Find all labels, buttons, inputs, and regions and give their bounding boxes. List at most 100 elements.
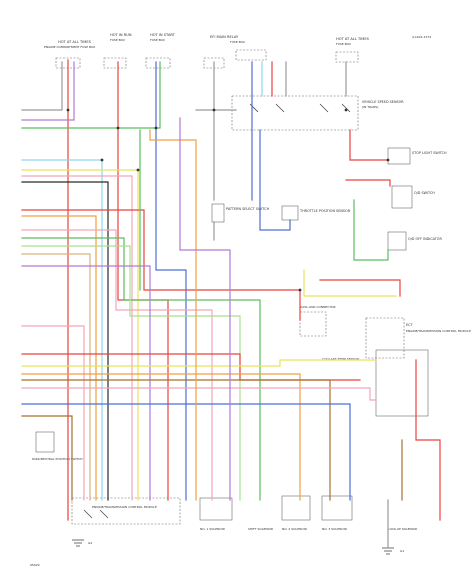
svg-text:PATTERN SELECT SWITCH: PATTERN SELECT SWITCH	[226, 207, 270, 211]
wire-red-20	[21, 353, 361, 381]
bottom-contact-1	[83, 509, 93, 519]
wire-violet-2	[21, 61, 75, 121]
fuse-label-right-hot-at-all-times: HOT AT ALL TIMES FUSE BOX	[336, 37, 370, 46]
svg-text:FUSE BOX: FUSE BOX	[230, 40, 245, 44]
solenoid-labels: NO. 1 SOLENOID SHIFT SOLENOID NO. 2 SOLE…	[200, 527, 418, 531]
fuse-bracket-3	[145, 57, 171, 69]
svg-text:HOT AT ALL TIMES: HOT AT ALL TIMES	[336, 37, 370, 41]
wire-violet-18	[21, 265, 151, 501]
svg-text:THROTTLE POSITION SENSOR: THROTTLE POSITION SENSOR	[299, 209, 351, 213]
throttle-sensor-box	[281, 205, 299, 221]
splice-dot-1	[116, 126, 120, 130]
svg-text:O/D OFF INDICATOR: O/D OFF INDICATOR	[408, 237, 442, 241]
splice-dot-6	[136, 168, 140, 172]
splice-dot-5	[100, 158, 104, 162]
relay-contacts	[249, 103, 351, 113]
pattern-switch-box	[211, 203, 225, 223]
bottom-contact-2	[99, 509, 109, 519]
wire-red-12	[21, 209, 301, 321]
splice-dot-4	[344, 108, 348, 112]
ect-connector: ECT ENGINE/TRANSMISSION CONTROL MODULE	[365, 317, 471, 359]
splice-dot-0	[66, 108, 70, 112]
wire-light-green-16	[21, 245, 241, 501]
fuse-label-efi-main-relay: EFI MAIN RELAY FUSE BOX	[210, 35, 245, 44]
svg-text:NO. 2 SOLENOID: NO. 2 SOLENOID	[282, 527, 308, 531]
relay-contact-1	[249, 103, 259, 113]
wire-red-34	[345, 179, 391, 187]
solenoid-boxes	[199, 495, 353, 521]
svg-text:NO. 3 SOLENOID: NO. 3 SOLENOID	[322, 527, 348, 531]
bottom-main-connector	[71, 497, 181, 525]
fuse-bracket-6	[335, 51, 359, 63]
park-neutral-switch: PARK/NEUTRAL POSITION SWITCH	[32, 431, 83, 461]
od-indicator: O/D OFF INDICATOR	[387, 231, 442, 251]
relay-contact-3	[319, 103, 329, 113]
svg-text:SHIFT SOLENOID: SHIFT SOLENOID	[248, 527, 274, 531]
splice-dot-2	[154, 126, 158, 130]
svg-text:DATA LINK CONNECTOR: DATA LINK CONNECTOR	[300, 305, 336, 309]
ect-connector-box	[365, 317, 405, 359]
wire-layer	[21, 59, 441, 549]
od-switch: O/D SWITCH	[391, 185, 435, 209]
stop-light-switch: STOP LIGHT SWITCH	[387, 147, 447, 165]
wire-yellow-9	[21, 169, 139, 501]
fuse-bracket-2	[103, 57, 127, 69]
wire-green-35	[353, 199, 389, 261]
solenoid-box-3	[321, 495, 353, 521]
stop-switch-box	[387, 147, 411, 165]
wire-orange-39	[149, 129, 197, 501]
footer-id: 95929	[30, 563, 40, 567]
svg-text:ENGINE/TRANSMISSION CONTROL MO: ENGINE/TRANSMISSION CONTROL MODULE	[92, 505, 157, 509]
coolant-sensor: COOLANT TEMP SENSOR	[322, 357, 359, 361]
park-neutral-box	[35, 431, 55, 453]
data-link-connector: DATA LINK CONNECTOR	[299, 305, 336, 337]
ground-symbol-1	[382, 547, 394, 555]
wire-red-36	[319, 279, 401, 297]
svg-text:FUSE BOX: FUSE BOX	[110, 38, 125, 42]
svg-text:COOLANT TEMP SENSOR: COOLANT TEMP SENSOR	[322, 357, 359, 361]
wire-pink-10	[21, 175, 133, 501]
page-id: 4-LR24-1372	[412, 35, 431, 39]
bottom-connector-contacts	[83, 509, 109, 519]
wire-blue-33	[259, 129, 291, 231]
wire-orange-13	[21, 215, 97, 501]
wire-gray-1	[21, 61, 63, 111]
relay-contact-4	[341, 103, 351, 113]
wire-green-15	[21, 237, 261, 501]
solenoid-box-2	[281, 495, 311, 521]
ground-label-2: G2	[88, 541, 92, 545]
ground-label-1: G1	[400, 549, 404, 553]
fuse-label-hot-in-run: HOT IN RUN FUSE BOX	[110, 33, 132, 42]
wire-pink-14	[21, 229, 213, 501]
ground-symbol-2	[72, 539, 84, 547]
fuse-label-hot-at-all-times: HOT AT ALL TIMES ENGINE COMPARTMENT FUSE…	[44, 40, 95, 49]
svg-text:PARK/NEUTRAL POSITION SWITCH: PARK/NEUTRAL POSITION SWITCH	[32, 457, 83, 461]
wire-black-11	[21, 181, 109, 501]
svg-text:ENGINE/TRANSMISSION CONTROL MO: ENGINE/TRANSMISSION CONTROL MODULE	[406, 329, 471, 333]
wire-pink-24	[21, 387, 377, 401]
od-indicator-box	[387, 231, 407, 251]
wire-violet-40	[179, 117, 231, 501]
solenoid-box-1	[199, 497, 233, 521]
svg-text:LOCK-UP SOLENOID: LOCK-UP SOLENOID	[388, 527, 418, 531]
wire-brown-23	[21, 379, 331, 501]
splice-layer	[66, 108, 390, 292]
pattern-select-switch: PATTERN SELECT SWITCH	[211, 203, 270, 223]
data-link-box	[299, 311, 327, 337]
splice-dot-7	[298, 288, 302, 292]
wire-brown-26	[21, 415, 73, 501]
wire-tan-17	[21, 253, 91, 501]
svg-text:(IN TRANS): (IN TRANS)	[362, 105, 378, 109]
top-fuse-brackets	[55, 49, 359, 69]
od-switch-box	[391, 185, 413, 209]
wire-red-32	[349, 129, 389, 161]
wire-green-4	[21, 61, 161, 129]
splice-dot-8	[386, 158, 390, 162]
wire-red-43	[415, 359, 441, 521]
svg-text:FUSE BOX: FUSE BOX	[336, 42, 351, 46]
svg-text:STOP LIGHT SWITCH: STOP LIGHT SWITCH	[412, 151, 447, 155]
svg-text:HOT IN RUN: HOT IN RUN	[110, 33, 132, 37]
splice-dot-3	[212, 108, 216, 112]
